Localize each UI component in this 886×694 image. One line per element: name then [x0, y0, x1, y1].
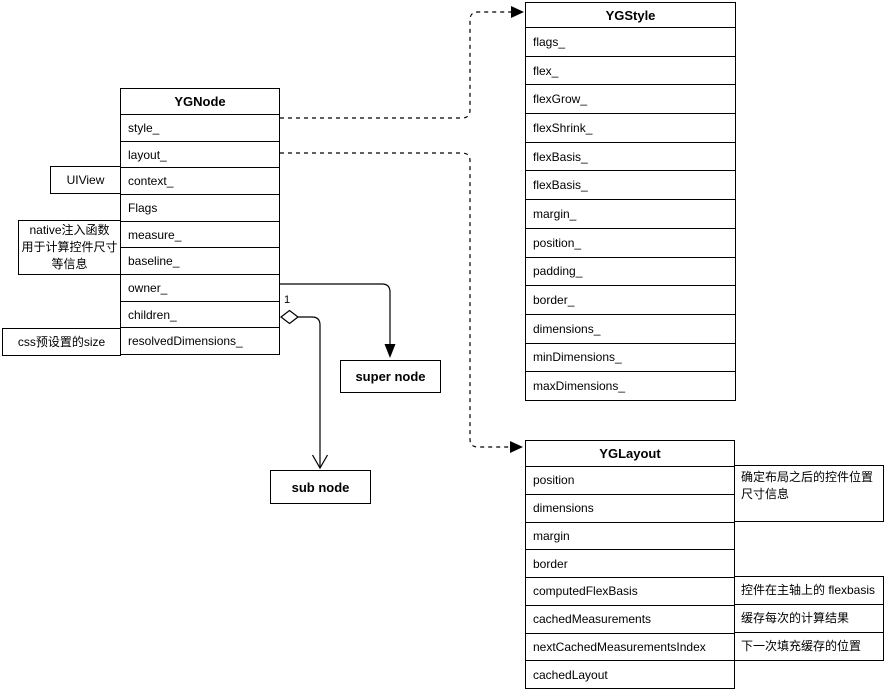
ygstyle-row-flags: flags_	[526, 27, 735, 56]
yglayout-row-dimensions: dimensions	[526, 493, 734, 522]
ygstyle-title: YGStyle	[605, 7, 656, 23]
yglayout-row-cachedlayout: cachedLayout	[526, 660, 734, 688]
ygnode-row-style: style_	[121, 114, 279, 141]
ygstyle-row-flex: flex_	[526, 55, 735, 85]
ygstyle-row-flexshrink: flexShrink_	[526, 113, 735, 142]
children-to-subnode-open-arrowhead-icon	[311, 454, 329, 470]
sub-node-box: sub node	[270, 470, 371, 504]
ygstyle-row-flexgrow: flexGrow_	[526, 84, 735, 113]
ygnode-row-flags: Flags	[121, 194, 279, 221]
ygnode-row-owner: owner_	[121, 274, 279, 301]
ygstyle-row-border: border_	[526, 285, 735, 314]
ygnode-row-resolveddimensions: resolvedDimensions_	[121, 327, 279, 354]
aggregation-diamond-icon	[280, 309, 299, 325]
style-to-ygstyle-connector	[280, 11, 511, 119]
multiplicity-label: 1	[284, 294, 291, 306]
yglayout-position-note: 确定布局之后的控件位置 尺寸信息	[734, 465, 884, 522]
yglayout-row-border: border	[526, 549, 734, 577]
yglayout-row-cachedmeasurements: cachedMeasurements	[526, 604, 734, 633]
uiview-note: UIView	[50, 166, 121, 194]
owner-to-supernode-arrowhead-icon	[384, 344, 396, 358]
super-node-box: super node	[340, 360, 441, 393]
yglayout-class-box: YGLayout position dimensions margin bord…	[525, 440, 735, 689]
ygnode-class-box: YGNode style_ layout_ context_ Flags mea…	[120, 88, 280, 355]
ygnode-row-measure: measure_	[121, 220, 279, 248]
style-to-ygstyle-arrowhead-icon	[511, 6, 524, 18]
css-preset-size-note: css预设置的size	[2, 328, 121, 356]
ygstyle-row-flexbasis-2: flexBasis_	[526, 170, 735, 199]
ygstyle-row-padding: padding_	[526, 256, 735, 286]
ygnode-row-layout: layout_	[121, 140, 279, 168]
ygnode-row-children: children_	[121, 300, 279, 328]
yglayout-row-nextcachedmeasurementsindex: nextCachedMeasurementsIndex	[526, 632, 734, 661]
yglayout-cached-note: 缓存每次的计算结果	[734, 604, 884, 633]
ygnode-title: YGNode	[174, 94, 226, 109]
owner-to-supernode-connector	[280, 283, 391, 345]
ygnode-row-context: context_	[121, 167, 279, 194]
ygstyle-row-position: position_	[526, 227, 735, 257]
yglayout-nextcached-note: 下一次填充缓存的位置	[734, 632, 884, 661]
yglayout-row-margin: margin	[526, 521, 734, 550]
yglayout-row-position: position	[526, 466, 734, 494]
children-to-subnode-connector	[298, 316, 321, 467]
ygstyle-row-dimensions: dimensions_	[526, 313, 735, 343]
ygstyle-class-box: YGStyle flags_ flex_ flexGrow_ flexShrin…	[525, 2, 736, 401]
ygstyle-row-flexbasis-1: flexBasis_	[526, 141, 735, 171]
ygstyle-row-mindimensions: minDimensions_	[526, 342, 735, 372]
yglayout-flexbasis-note: 控件在主轴上的 flexbasis	[734, 576, 884, 605]
ygstyle-row-maxdimensions: maxDimensions_	[526, 371, 735, 400]
native-measure-note: native注入函数 用于计算控件尺寸 等信息	[18, 220, 121, 275]
layout-to-yglayout-arrowhead-icon	[510, 441, 523, 453]
ygnode-row-baseline: baseline_	[121, 247, 279, 274]
ygstyle-row-margin: margin_	[526, 199, 735, 228]
yglayout-title: YGLayout	[599, 446, 661, 461]
yglayout-row-computedflexbasis: computedFlexBasis	[526, 577, 734, 605]
layout-to-yglayout-connector	[280, 152, 510, 448]
